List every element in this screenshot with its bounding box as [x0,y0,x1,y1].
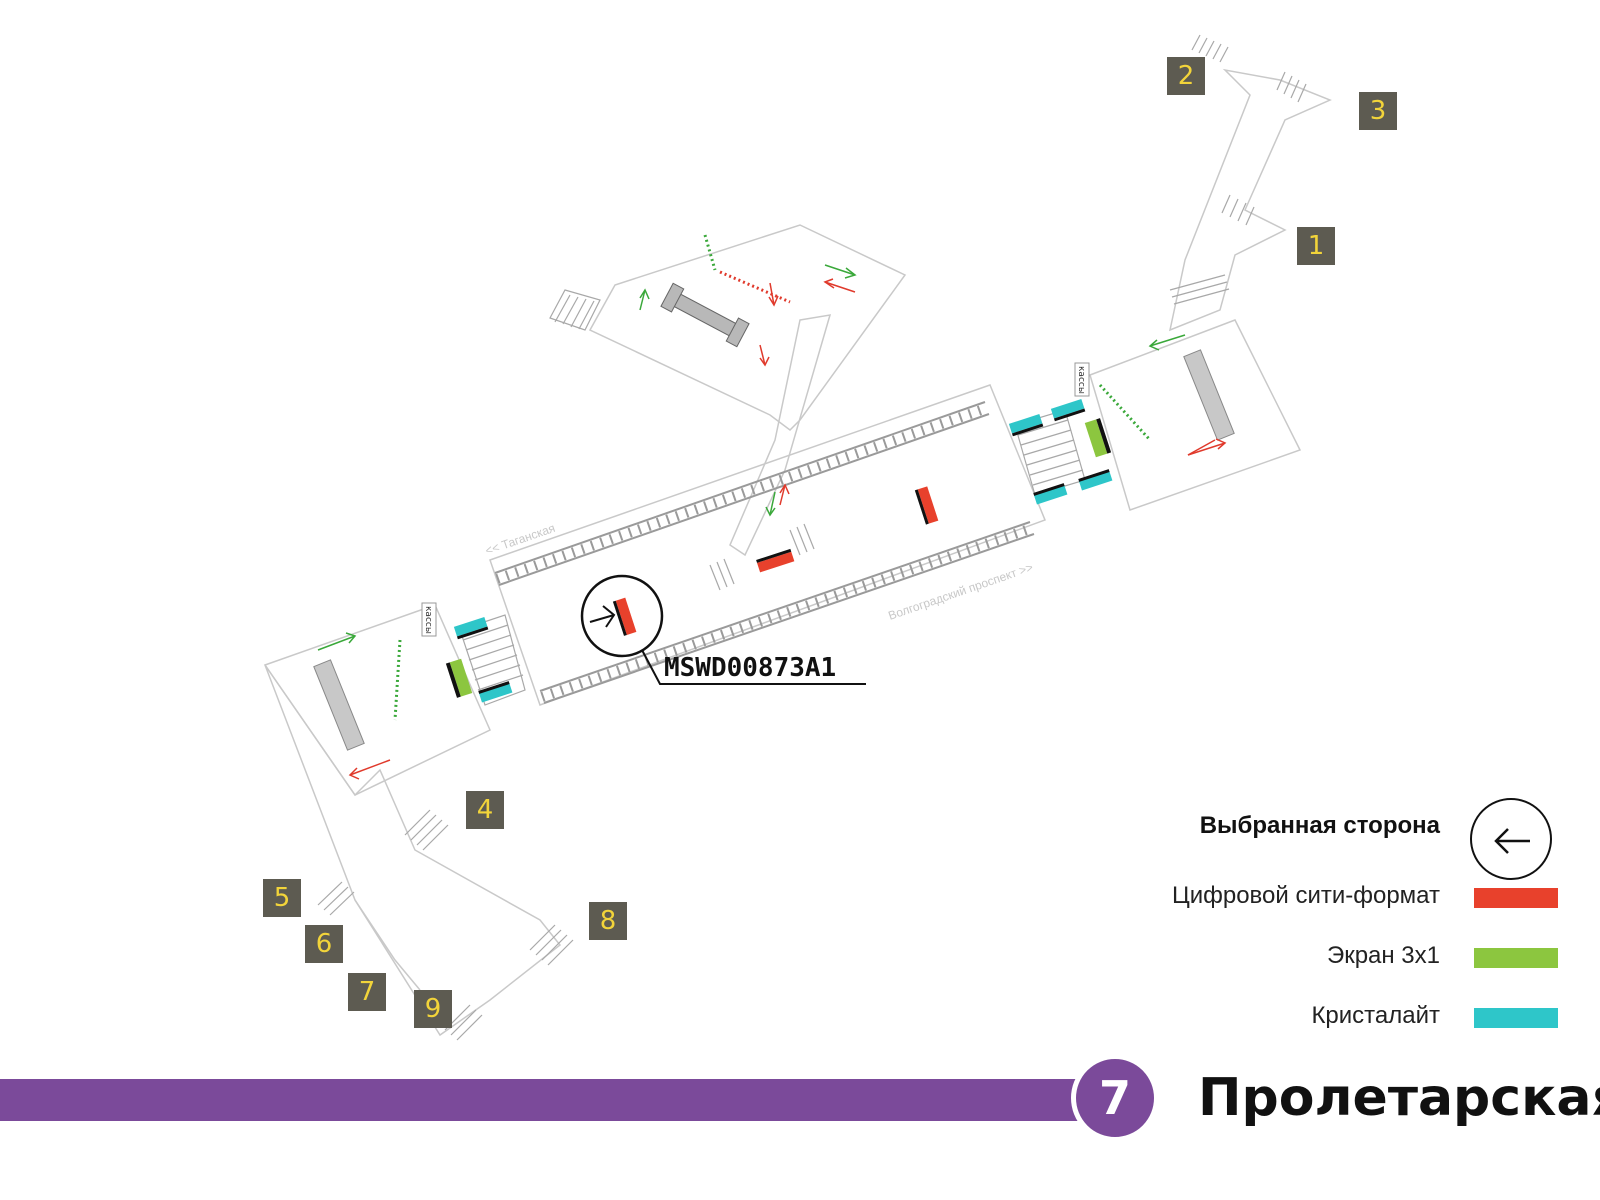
legend-selected-side: Выбранная сторона [1100,798,1580,880]
station-name: Пролетарская [1198,1068,1600,1128]
legend-screen-3x1: Экран 3x1 [1100,936,1580,976]
right-corridor [1168,68,1332,332]
crystalight-placements [453,399,1113,703]
exit-6: 6 [305,925,343,963]
ticket-hall-block-left [313,659,365,751]
svg-text:5: 5 [274,883,291,913]
svg-text:4: 4 [477,795,494,825]
screen-3x1-placements [445,418,1112,698]
ticket-office-right: кассы [1074,362,1090,397]
stairs-exit-5 [317,881,355,916]
selected-side-arrow-icon [589,605,616,628]
svg-text:9: 9 [425,994,442,1024]
exit-8: 8 [589,902,627,940]
legend: Выбранная сторона Цифровой сити-формат Э… [1100,770,1580,1040]
right-vestibule [1089,319,1302,511]
svg-text:3: 3 [1370,96,1387,126]
exit-9: 9 [414,990,452,1028]
stairs-mid [709,523,815,591]
left-arrow-icon [1494,828,1530,854]
exit-5: 5 [263,879,301,917]
upper-structure [660,282,750,348]
stairs-exit-1 [1221,194,1255,226]
legend-crystalight-label: Кристалайт [1311,1002,1440,1029]
legend-red-swatch [1474,888,1558,908]
callout-leader [641,649,866,685]
svg-text:1: 1 [1308,231,1325,261]
legend-screen-3x1-label: Экран 3x1 [1326,942,1440,969]
stairs-exit-4 [404,809,449,851]
exit-3: 3 [1359,92,1397,130]
selected-placement: MSWD00873A1 [580,574,866,685]
right-escalator [1014,409,1086,496]
metro-line-bar [0,1079,1080,1121]
stairs-exit-3 [1276,71,1307,103]
track-upper [494,401,990,586]
svg-text:кассы: кассы [423,606,433,634]
stairs-exit-2 [1191,34,1229,63]
line-number-badge: 7 [1071,1054,1159,1142]
track-lower [539,521,1035,704]
svg-text:кассы: кассы [1076,366,1086,394]
legend-digital-city-format: Цифровой сити-формат [1100,876,1580,916]
exit-1: 1 [1297,227,1335,265]
svg-text:8: 8 [600,906,617,936]
legend-digital-city-format-label: Цифровой сити-формат [1171,882,1440,909]
left-escalator [459,614,526,706]
digital-city-format-placements [756,486,939,573]
direction-left-label: << Таганская [483,521,557,558]
svg-text:2: 2 [1178,61,1195,91]
stairs-right-corridor [1169,274,1230,305]
legend-green-swatch [1474,948,1558,968]
legend-cyan-swatch [1474,1008,1558,1028]
platform-hall [489,384,1046,706]
stairs-exit-8 [529,924,574,966]
ticket-office-left: кассы [421,602,437,637]
ticket-hall-block-right [1183,349,1235,441]
svg-text:6: 6 [316,929,333,959]
exit-2: 2 [1167,57,1205,95]
legend-selected-side-label: Выбранная сторона [1199,812,1440,839]
exit-7: 7 [348,973,386,1011]
selected-side-icon [1470,798,1552,880]
upper-hall [588,224,907,431]
exit-4: 4 [466,791,504,829]
left-corridor [264,664,562,1037]
stairs-top [549,289,601,331]
svg-text:7: 7 [359,977,376,1007]
selected-code: MSWD00873A1 [664,653,836,683]
legend-crystalight: Кристалайт [1100,996,1580,1036]
